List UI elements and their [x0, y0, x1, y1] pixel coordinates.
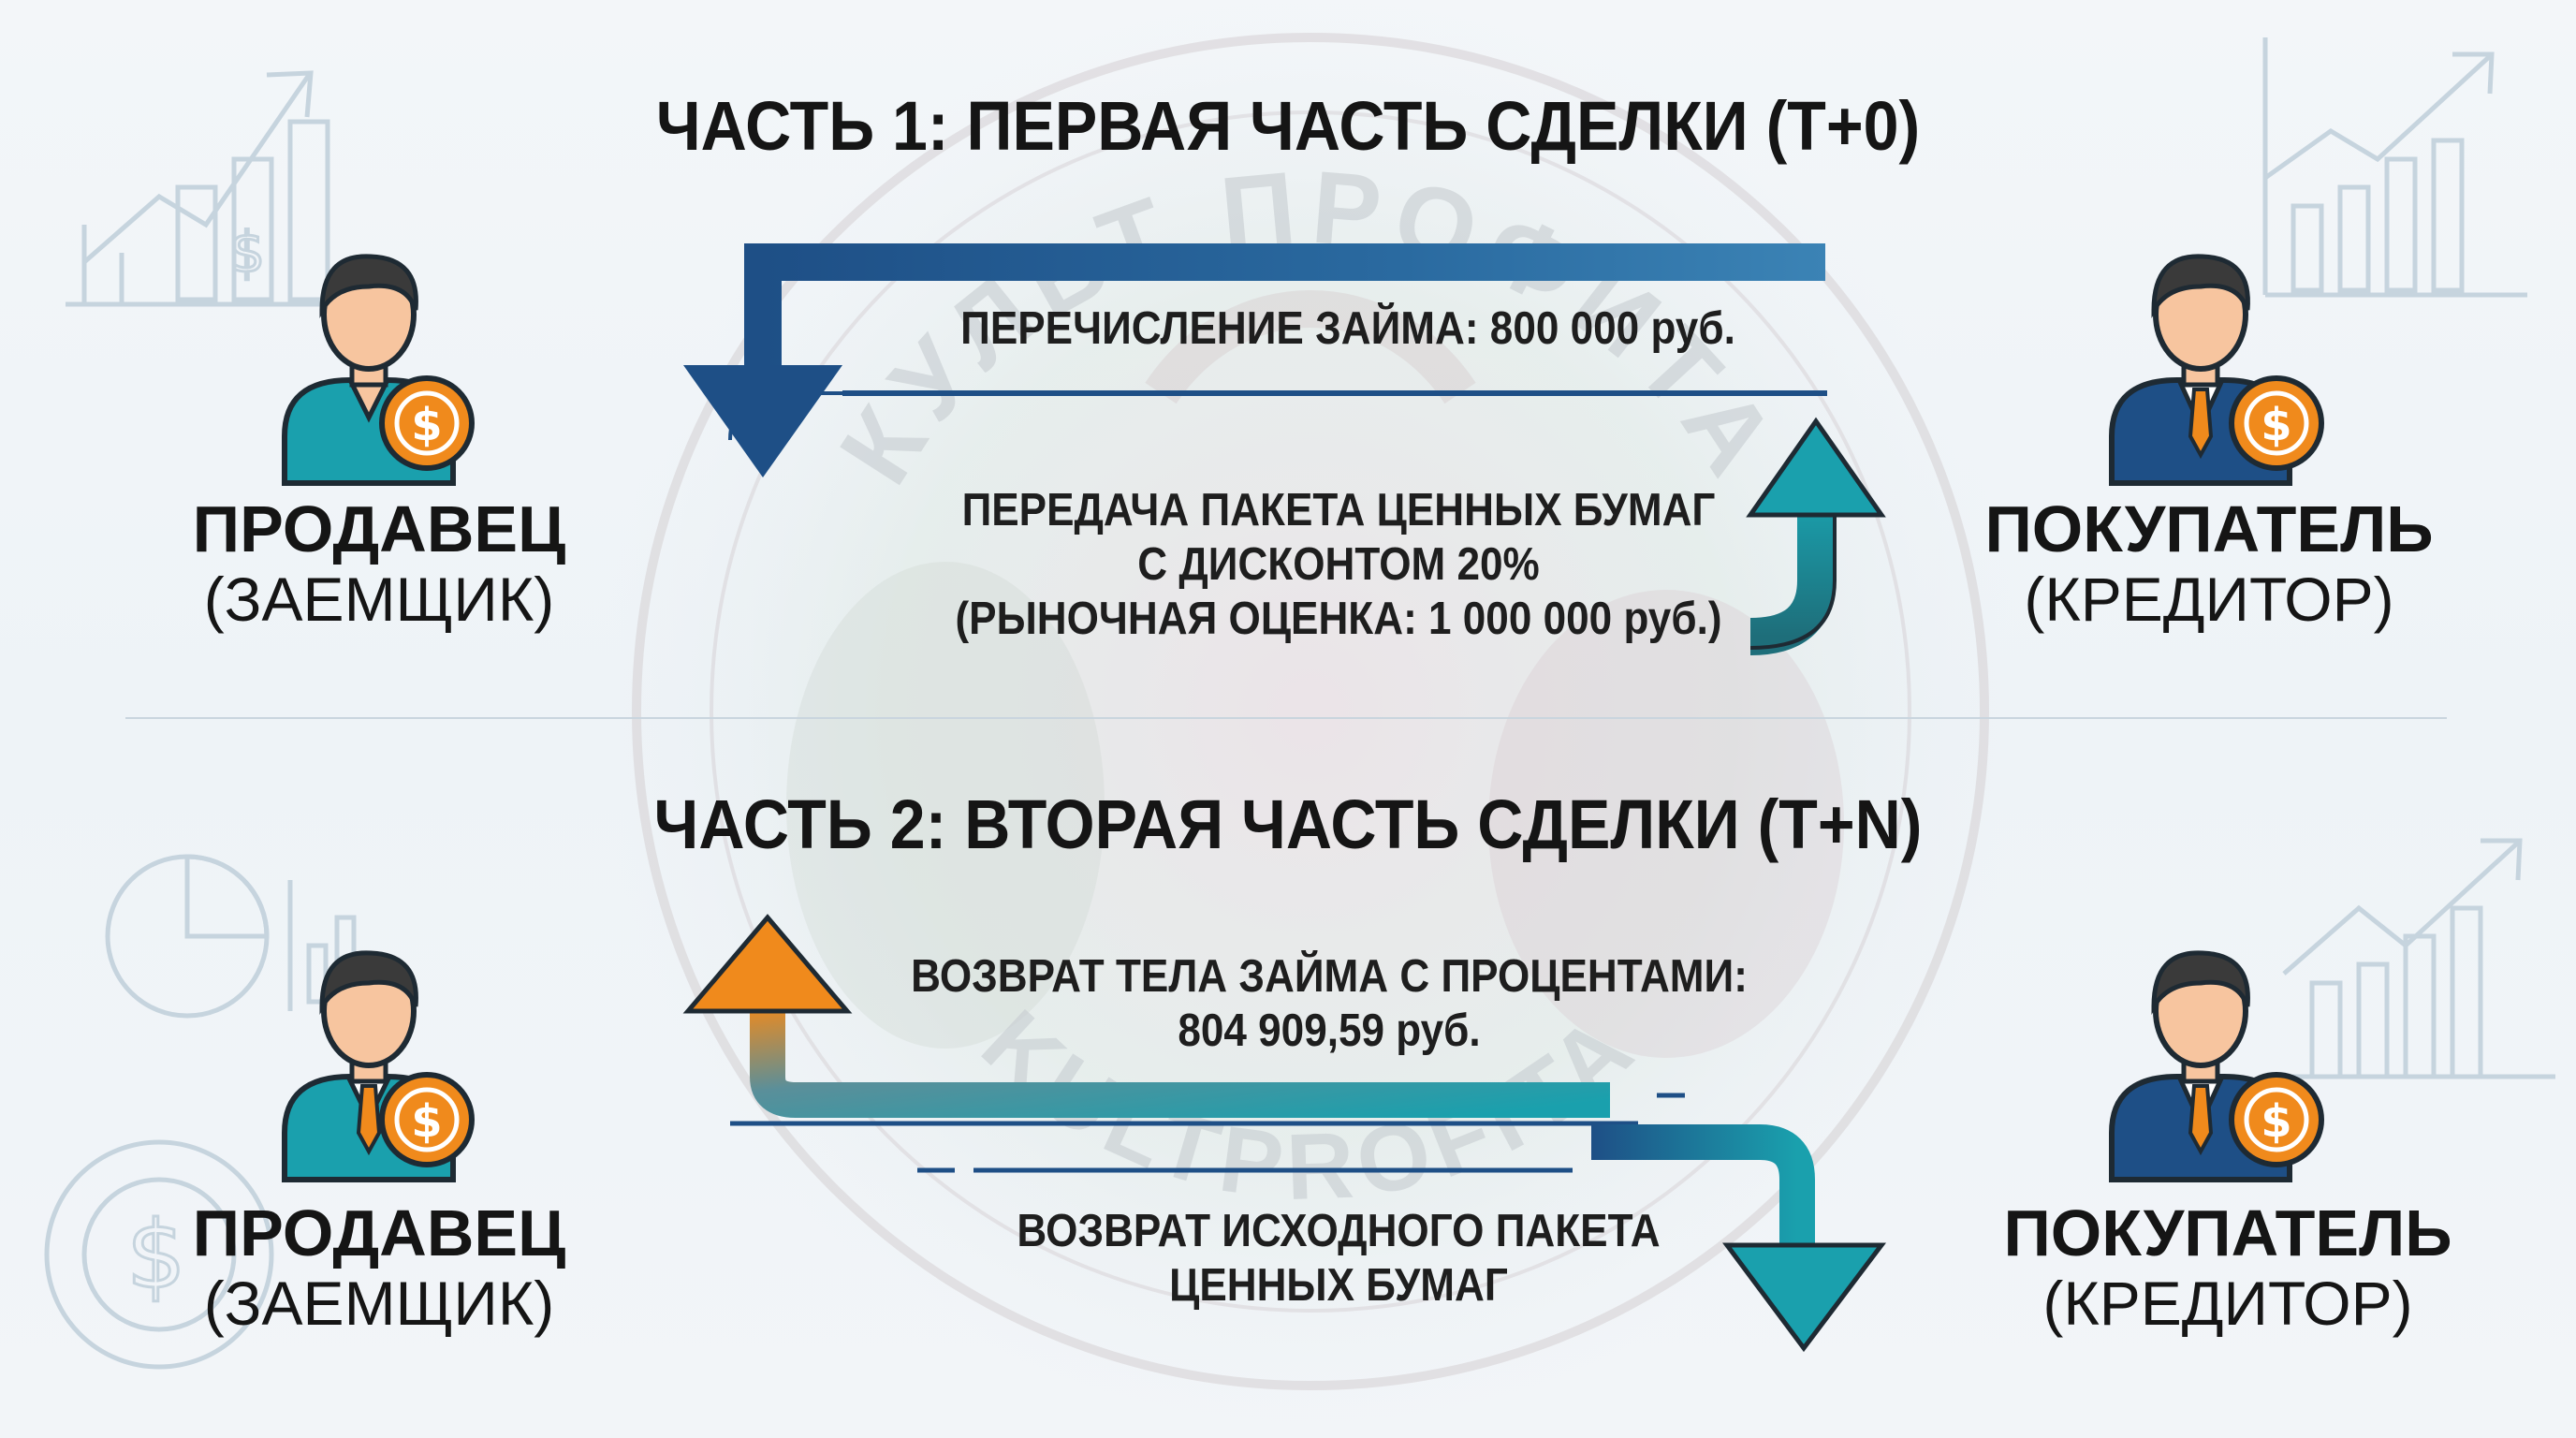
loan-repayment-arrow [682, 914, 1685, 1126]
seller-avatar-icon: $ [282, 950, 475, 1182]
svg-text:$: $ [126, 1200, 186, 1310]
seller-role-part2: ПРОДАВЕЦ (ЗАЕМЩИК) [159, 1196, 599, 1337]
seller-title: ПРОДАВЕЦ [192, 1196, 566, 1269]
dollar-coin-icon: $ [2229, 1072, 2324, 1167]
loan-transfer-label: ПЕРЕЧИСЛЕНИЕ ЗАЙМА: 800 000 руб. [960, 303, 1735, 354]
part1-title: ЧАСТЬ 1: ПЕРВАЯ ЧАСТЬ СДЕЛКИ (Т+0) [655, 87, 1921, 165]
svg-text:$: $ [2261, 1095, 2291, 1148]
buyer-title: ПОКУПАТЕЛЬ [2003, 1196, 2452, 1269]
securities-return-arrow [917, 1124, 1887, 1353]
loan-repayment-line1: ВОЗВРАТ ТЕЛА ЗАЙМА С ПРОЦЕНТАМИ: [911, 951, 1748, 1002]
securities-transfer-line1: ПЕРЕДАЧА ПАКЕТА ЦЕННЫХ БУМАГ [961, 485, 1716, 536]
growth-chart-icon [2282, 838, 2555, 1079]
section-divider [125, 717, 2447, 719]
buyer-title: ПОКУПАТЕЛЬ [1984, 492, 2434, 565]
svg-text:$: $ [411, 1095, 442, 1148]
buyer-subtitle: (КРЕДИТОР) [2024, 565, 2394, 634]
securities-transfer-line2: С ДИСКОНТОМ 20% [1137, 539, 1540, 590]
seller-subtitle: (ЗАЕМЩИК) [203, 1269, 555, 1338]
svg-text:$: $ [229, 220, 265, 286]
loan-repayment-line2: 804 909,59 руб. [1178, 1005, 1481, 1056]
dollar-coin-icon: $ [379, 375, 475, 471]
buyer-avatar-icon: $ [2109, 950, 2324, 1182]
seller-avatar-icon: $ [282, 254, 475, 486]
svg-text:$: $ [2261, 399, 2291, 451]
securities-return-label: ВОЗВРАТ ИСХОДНОГО ПАКЕТА ЦЕННЫХ БУМАГ [892, 1204, 1785, 1313]
part2-title: ЧАСТЬ 2: ВТОРАЯ ЧАСТЬ СДЕЛКИ (Т+N) [653, 785, 1923, 863]
loan-repayment-label: ВОЗВРАТ ТЕЛА ЗАЙМА С ПРОЦЕНТАМИ: 804 909… [857, 949, 1801, 1058]
seller-role-part1: ПРОДАВЕЦ (ЗАЕМЩИК) [159, 492, 599, 633]
securities-transfer-arrow [1746, 417, 1886, 655]
seller-subtitle: (ЗАЕМЩИК) [203, 565, 555, 634]
buyer-avatar-icon: $ [2109, 254, 2324, 486]
buyer-role-part1: ПОКУПАТЕЛЬ (КРЕДИТОР) [1975, 492, 2443, 633]
growth-chart-icon: $ [66, 70, 356, 307]
growth-chart-icon [2262, 37, 2527, 298]
securities-transfer-line3: (РЫНОЧНАЯ ОЦЕНКА: 1 000 000 руб.) [955, 594, 1722, 644]
loan-transfer-arrow [683, 243, 1827, 477]
securities-return-line1: ВОЗВРАТ ИСХОДНОГО ПАКЕТА [1017, 1206, 1661, 1256]
dollar-coin-icon: $ [2229, 375, 2324, 471]
buyer-subtitle: (КРЕДИТОР) [2042, 1269, 2413, 1338]
dollar-coin-icon: $ [379, 1072, 475, 1167]
svg-text:$: $ [411, 399, 442, 451]
securities-transfer-label: ПЕРЕДАЧА ПАКЕТА ЦЕННЫХ БУМАГ С ДИСКОНТОМ… [816, 483, 1861, 646]
dollar-cycle-icon: $ [44, 1139, 274, 1370]
securities-return-line2: ЦЕННЫХ БУМАГ [1169, 1260, 1508, 1311]
buyer-role-part2: ПОКУПАТЕЛЬ (КРЕДИТОР) [1994, 1196, 2462, 1337]
seller-title: ПРОДАВЕЦ [192, 492, 566, 565]
